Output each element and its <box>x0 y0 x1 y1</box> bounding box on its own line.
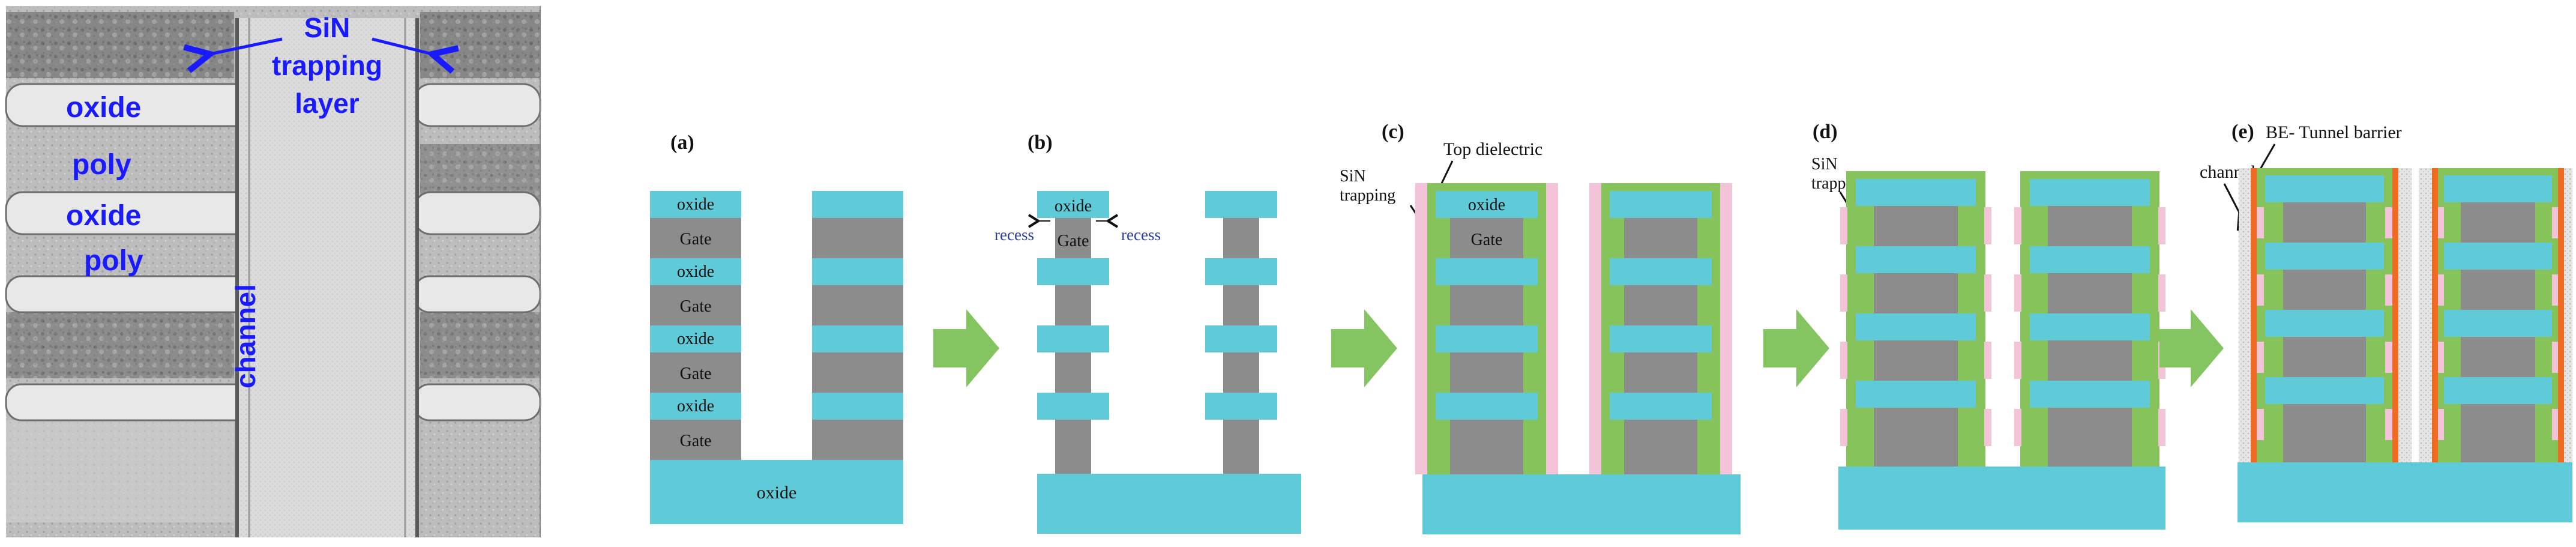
panel-d-bottom-oxide <box>1838 467 2165 530</box>
panel-b-left-stack <box>1037 191 1109 474</box>
panel-c-sin-2: trapping <box>1340 186 1395 205</box>
panel-b: (b) oxide Gate recess recess <box>995 131 1301 534</box>
panel-d-label: (d) <box>1813 121 1838 143</box>
panel-a-layer-1: oxide <box>677 195 714 214</box>
panel-d-left-column <box>1840 171 1991 467</box>
panel-c-label: (c) <box>1382 121 1404 143</box>
process-arrow-icon-2 <box>1331 309 1397 387</box>
panel-c-bottom-oxide <box>1422 474 1741 534</box>
panel-b-recess-left: recess <box>995 226 1034 244</box>
tem-channel-label: channel <box>230 284 261 388</box>
panel-d-right-column <box>2014 171 2165 467</box>
panel-c-sin-1: SiN <box>1340 167 1366 186</box>
tem-oxide-label-1: oxide <box>66 92 141 124</box>
panel-c-oxide-label: oxide <box>1468 196 1505 214</box>
panel-e-bottom-oxide <box>2237 462 2572 522</box>
panel-b-recess-right: recess <box>1121 226 1161 244</box>
tem-poly-label-1: poly <box>72 149 131 181</box>
panel-e-be-barrier: BE- Tunnel barrier <box>2266 122 2402 142</box>
panel-e-right-column <box>2432 168 2564 462</box>
panel-c-top-dielectric: Top dielectric <box>1443 139 1542 159</box>
panel-c: (c) Top dielectric SiN trapping oxide Ga… <box>1340 121 1741 534</box>
tem-oxide-label-2: oxide <box>66 200 141 232</box>
tem-micrograph: SiN trapping layer oxide poly oxide poly… <box>5 6 541 537</box>
panel-c-left-column <box>1415 183 1558 474</box>
panel-b-oxide-label: oxide <box>1055 197 1092 216</box>
panel-e: (e) BE- Tunnel barrier channel <box>2200 121 2572 522</box>
tem-sin-label-2: trapping <box>272 50 382 81</box>
panel-a-layer-4: Gate <box>680 297 712 316</box>
panel-a-layer-3: oxide <box>677 262 714 281</box>
panel-a-layer-5: oxide <box>677 330 714 348</box>
panel-b-right-stack <box>1205 191 1277 474</box>
panel-a: (a) oxide Gate oxide Gate oxide Gate oxi… <box>650 131 903 524</box>
panel-a-layer-2: Gate <box>680 230 712 249</box>
panel-a-layer-7: oxide <box>677 397 714 416</box>
panel-c-gate-label: Gate <box>1471 231 1503 249</box>
panel-d: (d) SiN trapping <box>1811 121 2165 530</box>
tem-poly-label-2: poly <box>84 245 143 277</box>
panel-b-gate-label: Gate <box>1058 232 1089 250</box>
panel-a-label: (a) <box>670 131 694 154</box>
panel-b-label: (b) <box>1028 131 1053 154</box>
tem-sin-label-3: layer <box>295 88 360 119</box>
panel-e-channel-left <box>2239 168 2251 462</box>
panel-e-left-column <box>2251 168 2398 462</box>
panel-a-left-stack: oxide Gate oxide Gate oxide Gate oxide G… <box>650 191 741 460</box>
panel-b-bottom-oxide <box>1037 474 1301 534</box>
panel-a-bottom-label: oxide <box>757 483 797 503</box>
process-arrow-icon-1 <box>933 309 999 387</box>
panel-c-right-column <box>1589 183 1732 474</box>
panel-d-sin-1: SiN <box>1811 155 1838 174</box>
panel-a-right-stack <box>812 191 903 460</box>
panel-a-layer-8: Gate <box>680 432 712 450</box>
process-arrow-icon-4 <box>2159 309 2224 387</box>
tem-sin-label-1: SiN <box>304 12 351 43</box>
panel-e-label: (e) <box>2231 121 2254 143</box>
panel-a-bottom-oxide <box>650 460 903 524</box>
panel-a-layer-6: Gate <box>680 364 712 383</box>
process-arrow-icon-3 <box>1763 309 1829 387</box>
